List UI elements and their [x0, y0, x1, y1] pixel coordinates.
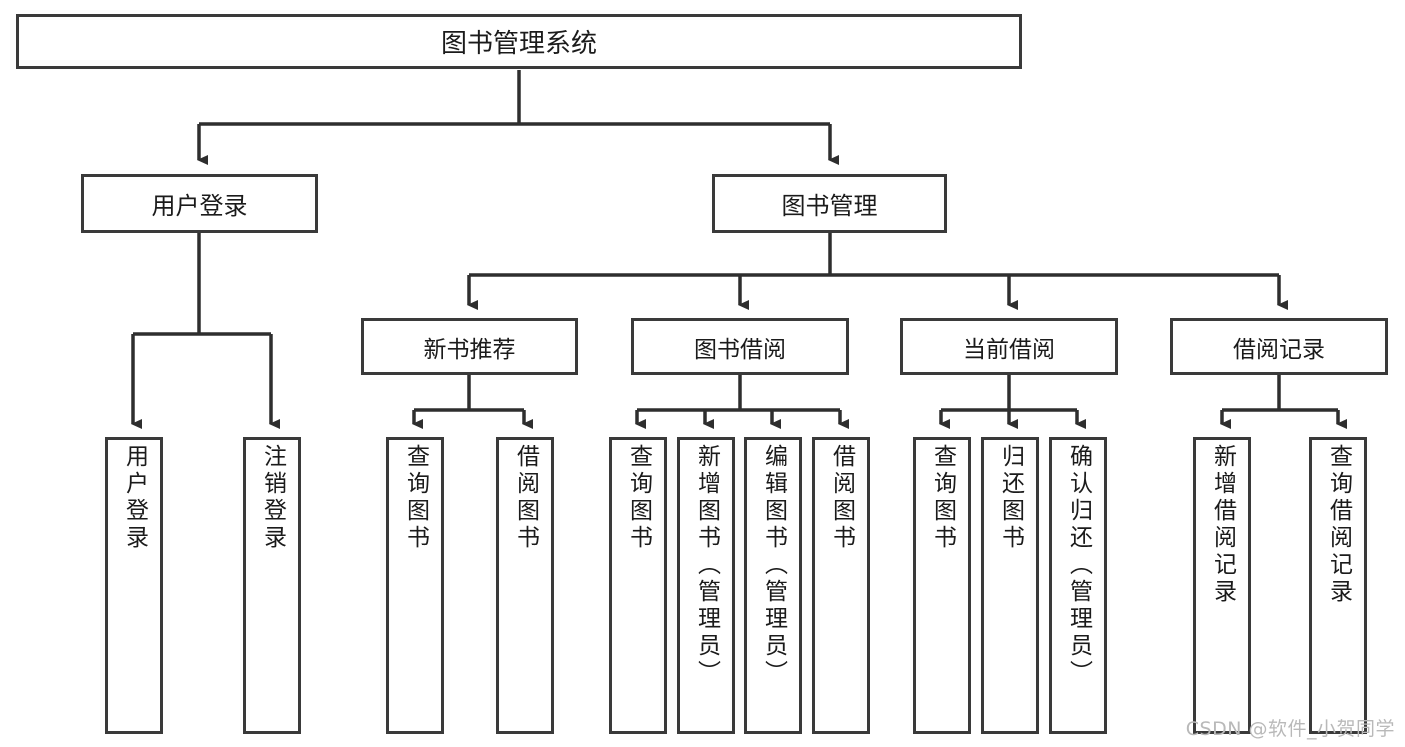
node-label: 查询借阅记录 — [1325, 444, 1352, 606]
node-leaf-query-book-1[interactable]: 查询图书 — [386, 437, 444, 734]
node-label: 图书管理 — [781, 192, 878, 220]
node-label: 确认归还（管理员） — [1065, 444, 1092, 687]
node-new-book-recommendation[interactable]: 新书推荐 — [361, 318, 578, 375]
node-label: 新书推荐 — [423, 336, 516, 363]
node-label: 新增图书（管理员） — [693, 444, 720, 687]
node-label: 图书管理系统 — [440, 29, 597, 59]
node-leaf-query-book-3[interactable]: 查询图书 — [913, 437, 971, 734]
node-label: 归还图书 — [997, 444, 1024, 552]
node-current-borrow[interactable]: 当前借阅 — [900, 318, 1118, 375]
node-label: 用户登录 — [151, 192, 248, 220]
node-leaf-confirm-return-admin[interactable]: 确认归还（管理员） — [1049, 437, 1107, 734]
node-leaf-borrow-book-1[interactable]: 借阅图书 — [496, 437, 554, 734]
node-label: 用户登录 — [121, 444, 148, 552]
node-leaf-query-borrow-record[interactable]: 查询借阅记录 — [1309, 437, 1367, 734]
node-label: 注销登录 — [259, 444, 286, 552]
node-label: 借阅图书 — [828, 444, 855, 552]
node-leaf-return-book[interactable]: 归还图书 — [981, 437, 1039, 734]
node-leaf-borrow-book-2[interactable]: 借阅图书 — [812, 437, 870, 734]
watermark: CSDN @软件_小贺同学 — [1185, 718, 1395, 740]
node-label: 查询图书 — [625, 444, 652, 552]
node-label: 编辑图书（管理员） — [760, 444, 787, 687]
node-label: 查询图书 — [929, 444, 956, 552]
node-label: 借阅图书 — [512, 444, 539, 552]
node-leaf-logout-login[interactable]: 注销登录 — [243, 437, 301, 734]
node-label: 借阅记录 — [1233, 336, 1325, 363]
node-book-management[interactable]: 图书管理 — [712, 174, 947, 233]
node-label: 图书借阅 — [694, 336, 786, 363]
node-label: 新增借阅记录 — [1209, 444, 1236, 606]
node-leaf-add-borrow-record[interactable]: 新增借阅记录 — [1193, 437, 1251, 734]
node-borrow-record[interactable]: 借阅记录 — [1170, 318, 1388, 375]
node-label: 当前借阅 — [963, 336, 1055, 363]
node-user-login[interactable]: 用户登录 — [81, 174, 318, 233]
node-leaf-query-book-2[interactable]: 查询图书 — [609, 437, 667, 734]
node-leaf-add-book-admin[interactable]: 新增图书（管理员） — [677, 437, 735, 734]
node-leaf-user-login[interactable]: 用户登录 — [105, 437, 163, 734]
node-book-borrow[interactable]: 图书借阅 — [631, 318, 849, 375]
node-label: 查询图书 — [402, 444, 429, 552]
node-book-management-system[interactable]: 图书管理系统 — [16, 14, 1022, 69]
node-leaf-edit-book-admin[interactable]: 编辑图书（管理员） — [744, 437, 802, 734]
